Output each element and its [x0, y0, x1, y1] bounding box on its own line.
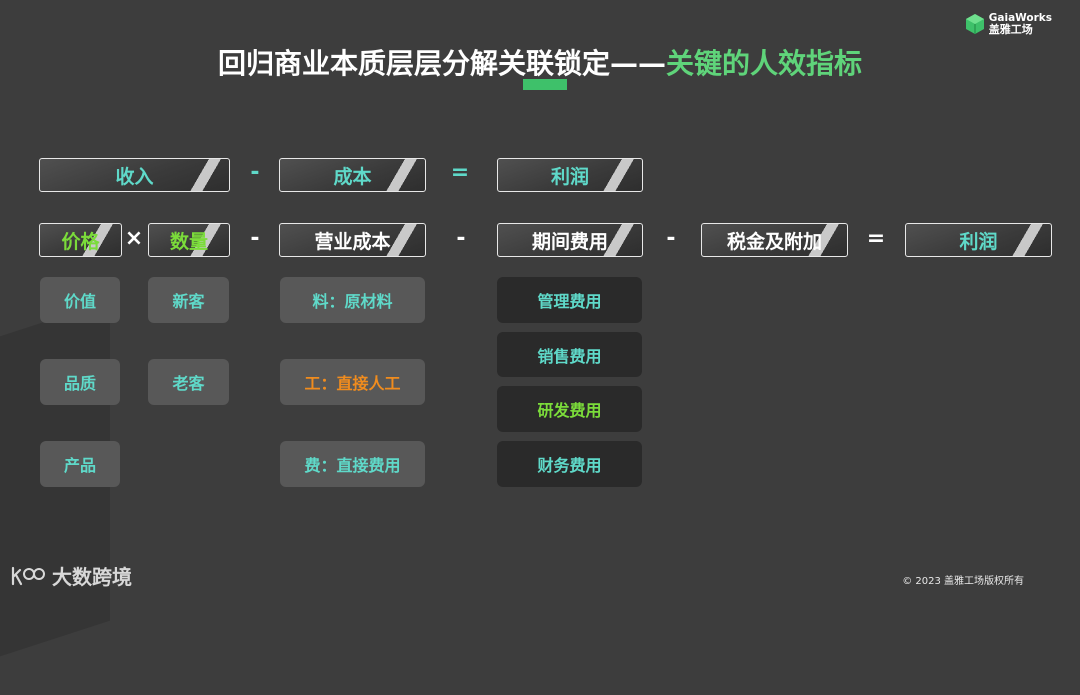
title-underline [523, 79, 567, 90]
chip-material: 料：原材料 [280, 277, 425, 323]
chip-finance-expense: 财务费用 [497, 441, 642, 487]
brand-logo: GaiaWorks 盖雅工场 [965, 12, 1052, 36]
minus-operator: - [250, 160, 260, 185]
cost-box: 成本 [279, 158, 426, 192]
chip-quality: 品质 [40, 359, 120, 405]
minus-operator: - [456, 226, 466, 251]
chip-sales-expense: 销售费用 [497, 332, 642, 377]
profit-box: 利润 [497, 158, 643, 192]
profit-box-2: 利润 [905, 223, 1052, 257]
page-title: 回归商业本质层层分解关联锁定——关键的人效指标 [0, 42, 1080, 82]
brand-name: 大数跨境 [52, 565, 132, 589]
tax-box: 税金及附加 [701, 223, 848, 257]
chip-new-customer: 新客 [148, 277, 229, 323]
minus-operator: - [250, 226, 260, 251]
logo-line1: GaiaWorks [988, 12, 1052, 24]
price-box: 价格 [39, 223, 122, 257]
operating-cost-box: 营业成本 [279, 223, 426, 257]
chip-old-customer: 老客 [148, 359, 229, 405]
kb-logo-icon [11, 566, 45, 585]
equals-operator: = [450, 160, 470, 185]
chip-product: 产品 [40, 441, 120, 487]
chip-direct-labor: 工：直接人工 [280, 359, 425, 405]
chip-rd-expense: 研发费用 [497, 386, 642, 432]
title-main: 回归商业本质层层分解关联锁定—— [217, 47, 666, 80]
chip-value: 价值 [40, 277, 120, 323]
leaf-cube-icon [965, 14, 984, 34]
chip-direct-expense: 费：直接费用 [280, 441, 425, 487]
title-accent: 关键的人效指标 [666, 47, 863, 80]
period-expense-box: 期间费用 [497, 223, 643, 257]
copyright: © 2023 盖雅工场版权所有 [902, 576, 1024, 587]
chip-management-expense: 管理费用 [497, 277, 642, 323]
footer-brand: 大数跨境 [10, 561, 132, 590]
logo-line2: 盖雅工场 [988, 23, 1033, 36]
equals-operator: = [866, 226, 886, 251]
quantity-box: 数量 [148, 223, 230, 257]
minus-operator: - [666, 226, 676, 251]
revenue-box: 收入 [39, 158, 230, 192]
times-operator: × [124, 226, 144, 251]
